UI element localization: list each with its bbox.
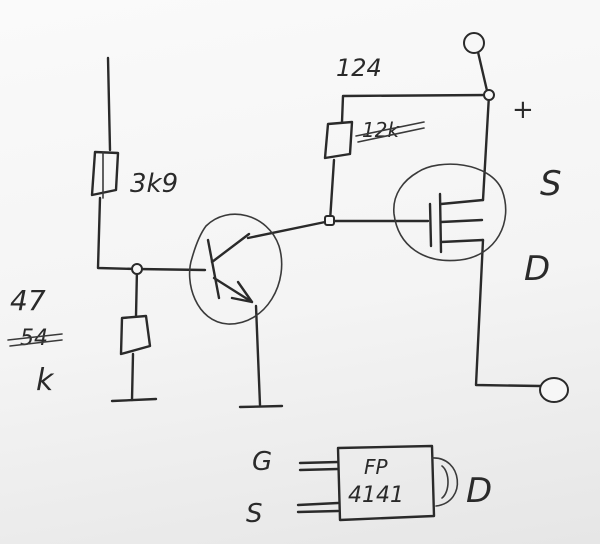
ground-left bbox=[110, 397, 158, 403]
label-pkg-g: G bbox=[252, 447, 272, 477]
label-k: k bbox=[36, 363, 55, 398]
label-mosfet-s: S bbox=[540, 164, 562, 204]
terminals bbox=[131, 32, 569, 403]
wires bbox=[96, 50, 542, 407]
resistor-47k bbox=[119, 314, 152, 356]
mosfet bbox=[393, 163, 507, 262]
fp4141-package bbox=[296, 444, 459, 522]
ground-right bbox=[238, 404, 284, 409]
label-mosfet-d: D bbox=[524, 249, 550, 289]
collector-junction bbox=[324, 215, 335, 226]
label-pkg-line1: FP bbox=[364, 455, 389, 479]
ground-symbols bbox=[110, 397, 284, 409]
base-junction bbox=[131, 263, 143, 275]
label-plus: + bbox=[512, 95, 534, 125]
label-pkg-s: S bbox=[246, 499, 263, 529]
label-124: 124 bbox=[336, 54, 382, 82]
labels: 124 12k + S D 3k9 47 54 k G S D FP 4141 bbox=[7, 54, 562, 529]
npn-transistor bbox=[188, 213, 283, 325]
label-3k9: 3k9 bbox=[130, 169, 178, 199]
label-47: 47 bbox=[10, 284, 46, 317]
plus-node bbox=[483, 89, 495, 101]
label-pkg-line2: 4141 bbox=[348, 483, 404, 508]
antenna-terminal bbox=[463, 32, 485, 54]
resistor-3k9 bbox=[90, 150, 120, 199]
resistor-124 bbox=[323, 120, 354, 160]
output-terminal bbox=[539, 377, 569, 403]
label-pkg-d: D bbox=[466, 471, 492, 511]
